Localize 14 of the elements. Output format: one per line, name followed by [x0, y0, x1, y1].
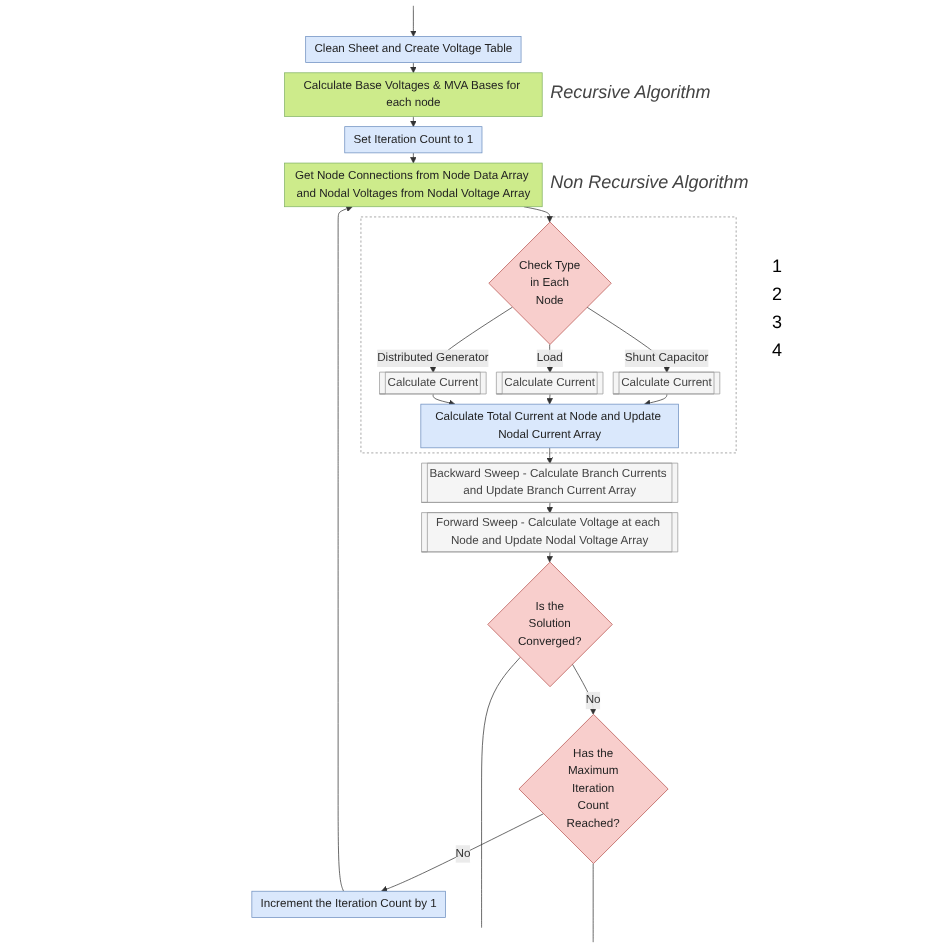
annotation-text: Non Recursive Algorithm [550, 172, 749, 193]
connector [481, 656, 521, 928]
cluster [360, 216, 737, 454]
arrow [410, 116, 417, 127]
arrow [410, 152, 417, 164]
step-number: 4 [772, 340, 785, 360]
annotation-text: Recursive Algorithm [550, 82, 711, 103]
step-number: 2 [772, 284, 785, 304]
arrow [546, 551, 553, 563]
arrow [546, 502, 553, 514]
step-number: 3 [772, 312, 785, 332]
arrow [410, 62, 417, 74]
step-number: 1 [772, 256, 785, 276]
arrow [546, 393, 553, 405]
